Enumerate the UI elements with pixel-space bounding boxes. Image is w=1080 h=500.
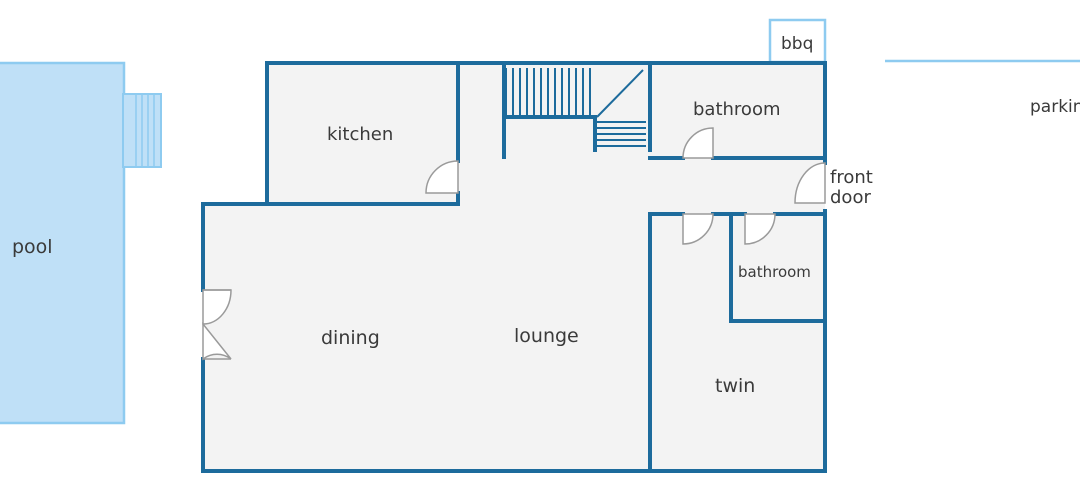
upper-bathroom-door [682, 127, 714, 159]
bbq-area: bbq [768, 18, 827, 64]
bathroom-lower-label: bathroom [738, 263, 811, 281]
lower-bathroom-door [744, 213, 776, 245]
pool-label: pool [12, 236, 53, 258]
twin-door [682, 213, 714, 245]
pool-water [0, 61, 126, 425]
twin-label: twin [715, 375, 755, 397]
dining-double-door-upper [202, 289, 232, 325]
kitchen-label: kitchen [327, 124, 393, 145]
bathroom-upper-label: bathroom [693, 99, 781, 120]
kitchen-door [425, 160, 459, 194]
bbq-label: bbq [781, 34, 813, 54]
front-door-label-line2: door [830, 187, 871, 208]
parking-area: parking [885, 59, 1080, 117]
house-interior [203, 63, 825, 471]
parking-label: parking [1030, 97, 1080, 117]
dining-label: dining [321, 327, 380, 349]
pool-area: pool [0, 61, 162, 425]
front-door [794, 162, 826, 204]
room-labels: kitchen bathroom front door bathroom din… [321, 99, 873, 397]
pool-steps [122, 93, 162, 168]
lounge-label: lounge [514, 325, 579, 347]
staircase [505, 68, 646, 147]
doors [202, 127, 826, 361]
front-door-label-line1: front [830, 167, 873, 188]
